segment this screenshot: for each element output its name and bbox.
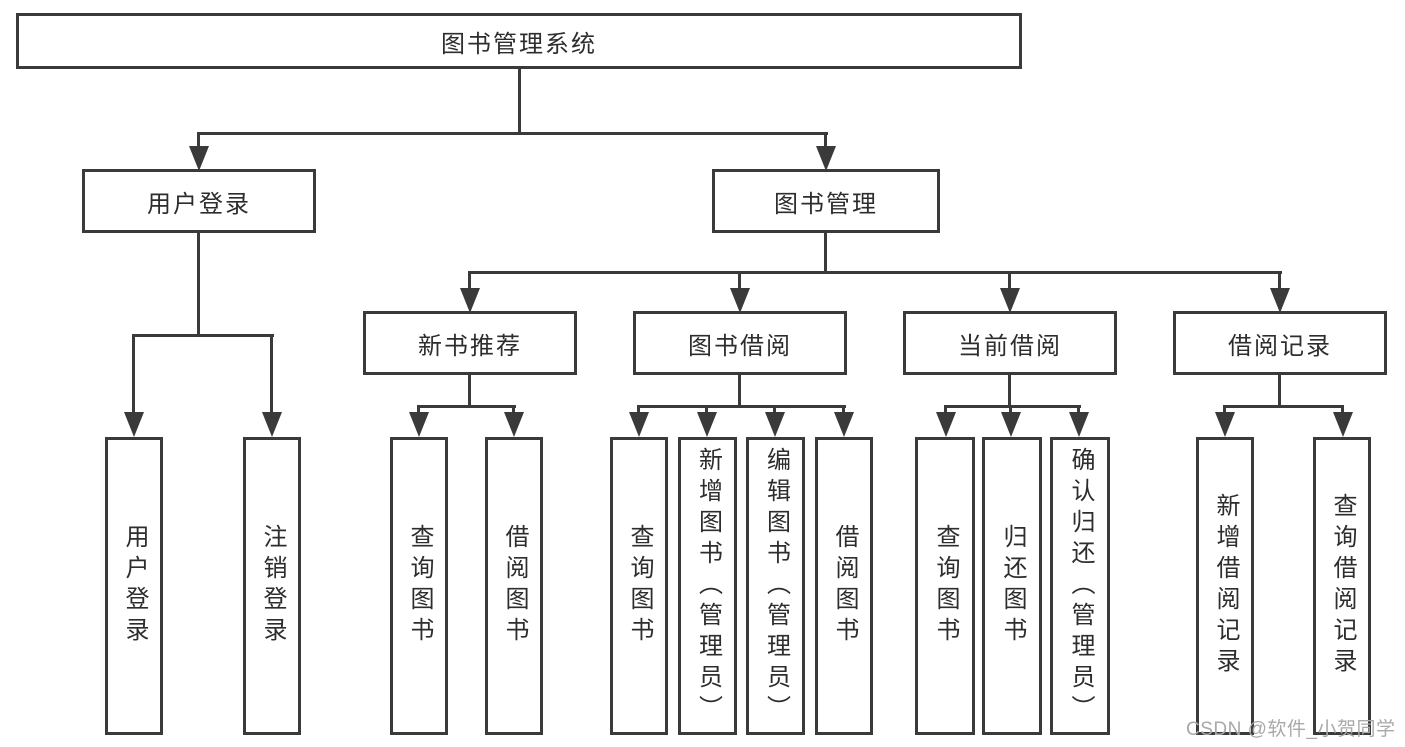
- edge-to-book-borrow: [738, 271, 741, 291]
- leaf-confirm-return-admin: 确认归还（管理员）: [1050, 437, 1110, 735]
- edge-book-borrow-down: [738, 375, 741, 408]
- edge-stub: [417, 405, 420, 415]
- arrowhead-leaf-icon: [697, 412, 717, 437]
- leaf-borrow-books: 借阅图书: [815, 437, 873, 735]
- edge-to-login-leaf: [132, 334, 135, 416]
- arrowhead-leaf-icon: [765, 412, 785, 437]
- leaf-label: 借阅图书: [501, 524, 528, 648]
- node-borrow-records: 借阅记录: [1173, 311, 1387, 375]
- arrowhead-book-management-icon: [816, 146, 836, 171]
- leaf-label: 归还图书: [999, 524, 1026, 648]
- edge-book-borrow-split: [637, 405, 846, 408]
- edge-new-book-split: [417, 405, 516, 408]
- leaf-logout: 注销登录: [243, 437, 301, 735]
- node-user-login: 用户登录: [82, 169, 316, 233]
- edge-stub: [1077, 405, 1080, 415]
- leaf-label: 查询借阅记录: [1329, 493, 1356, 679]
- leaf-query-books-recommend: 查询图书: [390, 437, 448, 735]
- edge-stub: [944, 405, 947, 415]
- edge-book-management-down: [824, 233, 827, 273]
- edge-to-new-book: [468, 271, 471, 291]
- arrowhead-new-book-icon: [460, 288, 480, 313]
- edge-stub: [1223, 405, 1226, 415]
- edge-user-login-down: [197, 233, 200, 337]
- leaf-query-current: 查询图书: [915, 437, 975, 735]
- edge-stub: [705, 405, 708, 415]
- edge-stub: [512, 405, 515, 415]
- leaf-edit-books-admin: 编辑图书（管理员）: [746, 437, 805, 735]
- edge-to-user-login: [197, 132, 200, 149]
- csdn-watermark: CSDN @软件_小贺同学: [1186, 719, 1396, 740]
- arrowhead-user-login-icon: [189, 146, 209, 171]
- edge-root-down: [518, 69, 521, 135]
- leaf-user-login: 用户登录: [105, 437, 163, 735]
- leaf-label: 新增借阅记录: [1212, 493, 1239, 679]
- leaf-query-borrow-record: 查询借阅记录: [1313, 437, 1371, 735]
- leaf-query-books: 查询图书: [610, 437, 668, 735]
- edge-stub: [1341, 405, 1344, 415]
- arrowhead-leaf-icon: [504, 412, 524, 437]
- arrowhead-leaf-icon: [409, 412, 429, 437]
- edge-level3-split: [468, 271, 1282, 274]
- arrowhead-leaf-icon: [629, 412, 649, 437]
- edge-borrow-records-split: [1223, 405, 1344, 408]
- leaf-label: 注销登录: [259, 524, 286, 648]
- edge-stub: [1009, 405, 1012, 415]
- edge-current-borrow-down: [1008, 375, 1011, 408]
- node-new-book-recommend: 新书推荐: [363, 311, 577, 375]
- leaf-label: 用户登录: [121, 524, 148, 648]
- arrowhead-login-leaf-icon: [124, 412, 144, 437]
- arrowhead-leaf-icon: [834, 412, 854, 437]
- edge-stub: [842, 405, 845, 415]
- node-current-borrow: 当前借阅: [903, 311, 1117, 375]
- leaf-label: 查询图书: [932, 524, 959, 648]
- node-book-management: 图书管理: [712, 169, 940, 233]
- leaf-label: 借阅图书: [831, 524, 858, 648]
- edge-to-borrow-records: [1278, 271, 1281, 291]
- edge-current-borrow-split: [944, 405, 1081, 408]
- edge-level2-split: [197, 132, 828, 135]
- leaf-return-books: 归还图书: [982, 437, 1042, 735]
- leaf-label: 查询图书: [626, 524, 653, 648]
- edge-borrow-records-down: [1278, 375, 1281, 408]
- arrowhead-book-borrow-icon: [730, 288, 750, 313]
- arrowhead-leaf-icon: [1001, 412, 1021, 437]
- node-book-borrow: 图书借阅: [633, 311, 847, 375]
- edge-stub: [637, 405, 640, 415]
- leaf-add-books-admin: 新增图书（管理员）: [678, 437, 737, 735]
- leaf-label: 查询图书: [406, 524, 433, 648]
- arrowhead-leaf-icon: [1215, 412, 1235, 437]
- arrowhead-leaf-icon: [1333, 412, 1353, 437]
- edge-to-current-borrow: [1008, 271, 1011, 291]
- arrowhead-borrow-records-icon: [1270, 288, 1290, 313]
- leaf-add-borrow-record: 新增借阅记录: [1196, 437, 1254, 735]
- leaf-label: 编辑图书（管理员）: [762, 446, 790, 726]
- node-library-management-system: 图书管理系统: [16, 13, 1022, 69]
- leaf-label: 确认归还（管理员）: [1067, 446, 1094, 726]
- arrowhead-leaf-icon: [936, 412, 956, 437]
- leaf-borrow-books-recommend: 借阅图书: [485, 437, 543, 735]
- edge-to-book-management: [824, 132, 827, 149]
- edge-stub: [773, 405, 776, 415]
- edge-to-logout-leaf: [270, 334, 273, 416]
- arrowhead-leaf-icon: [1069, 412, 1089, 437]
- leaf-label: 新增图书（管理员）: [694, 446, 722, 726]
- edge-new-book-down: [468, 375, 471, 408]
- edge-user-login-split: [132, 334, 274, 337]
- arrowhead-logout-leaf-icon: [262, 412, 282, 437]
- arrowhead-current-borrow-icon: [1000, 288, 1020, 313]
